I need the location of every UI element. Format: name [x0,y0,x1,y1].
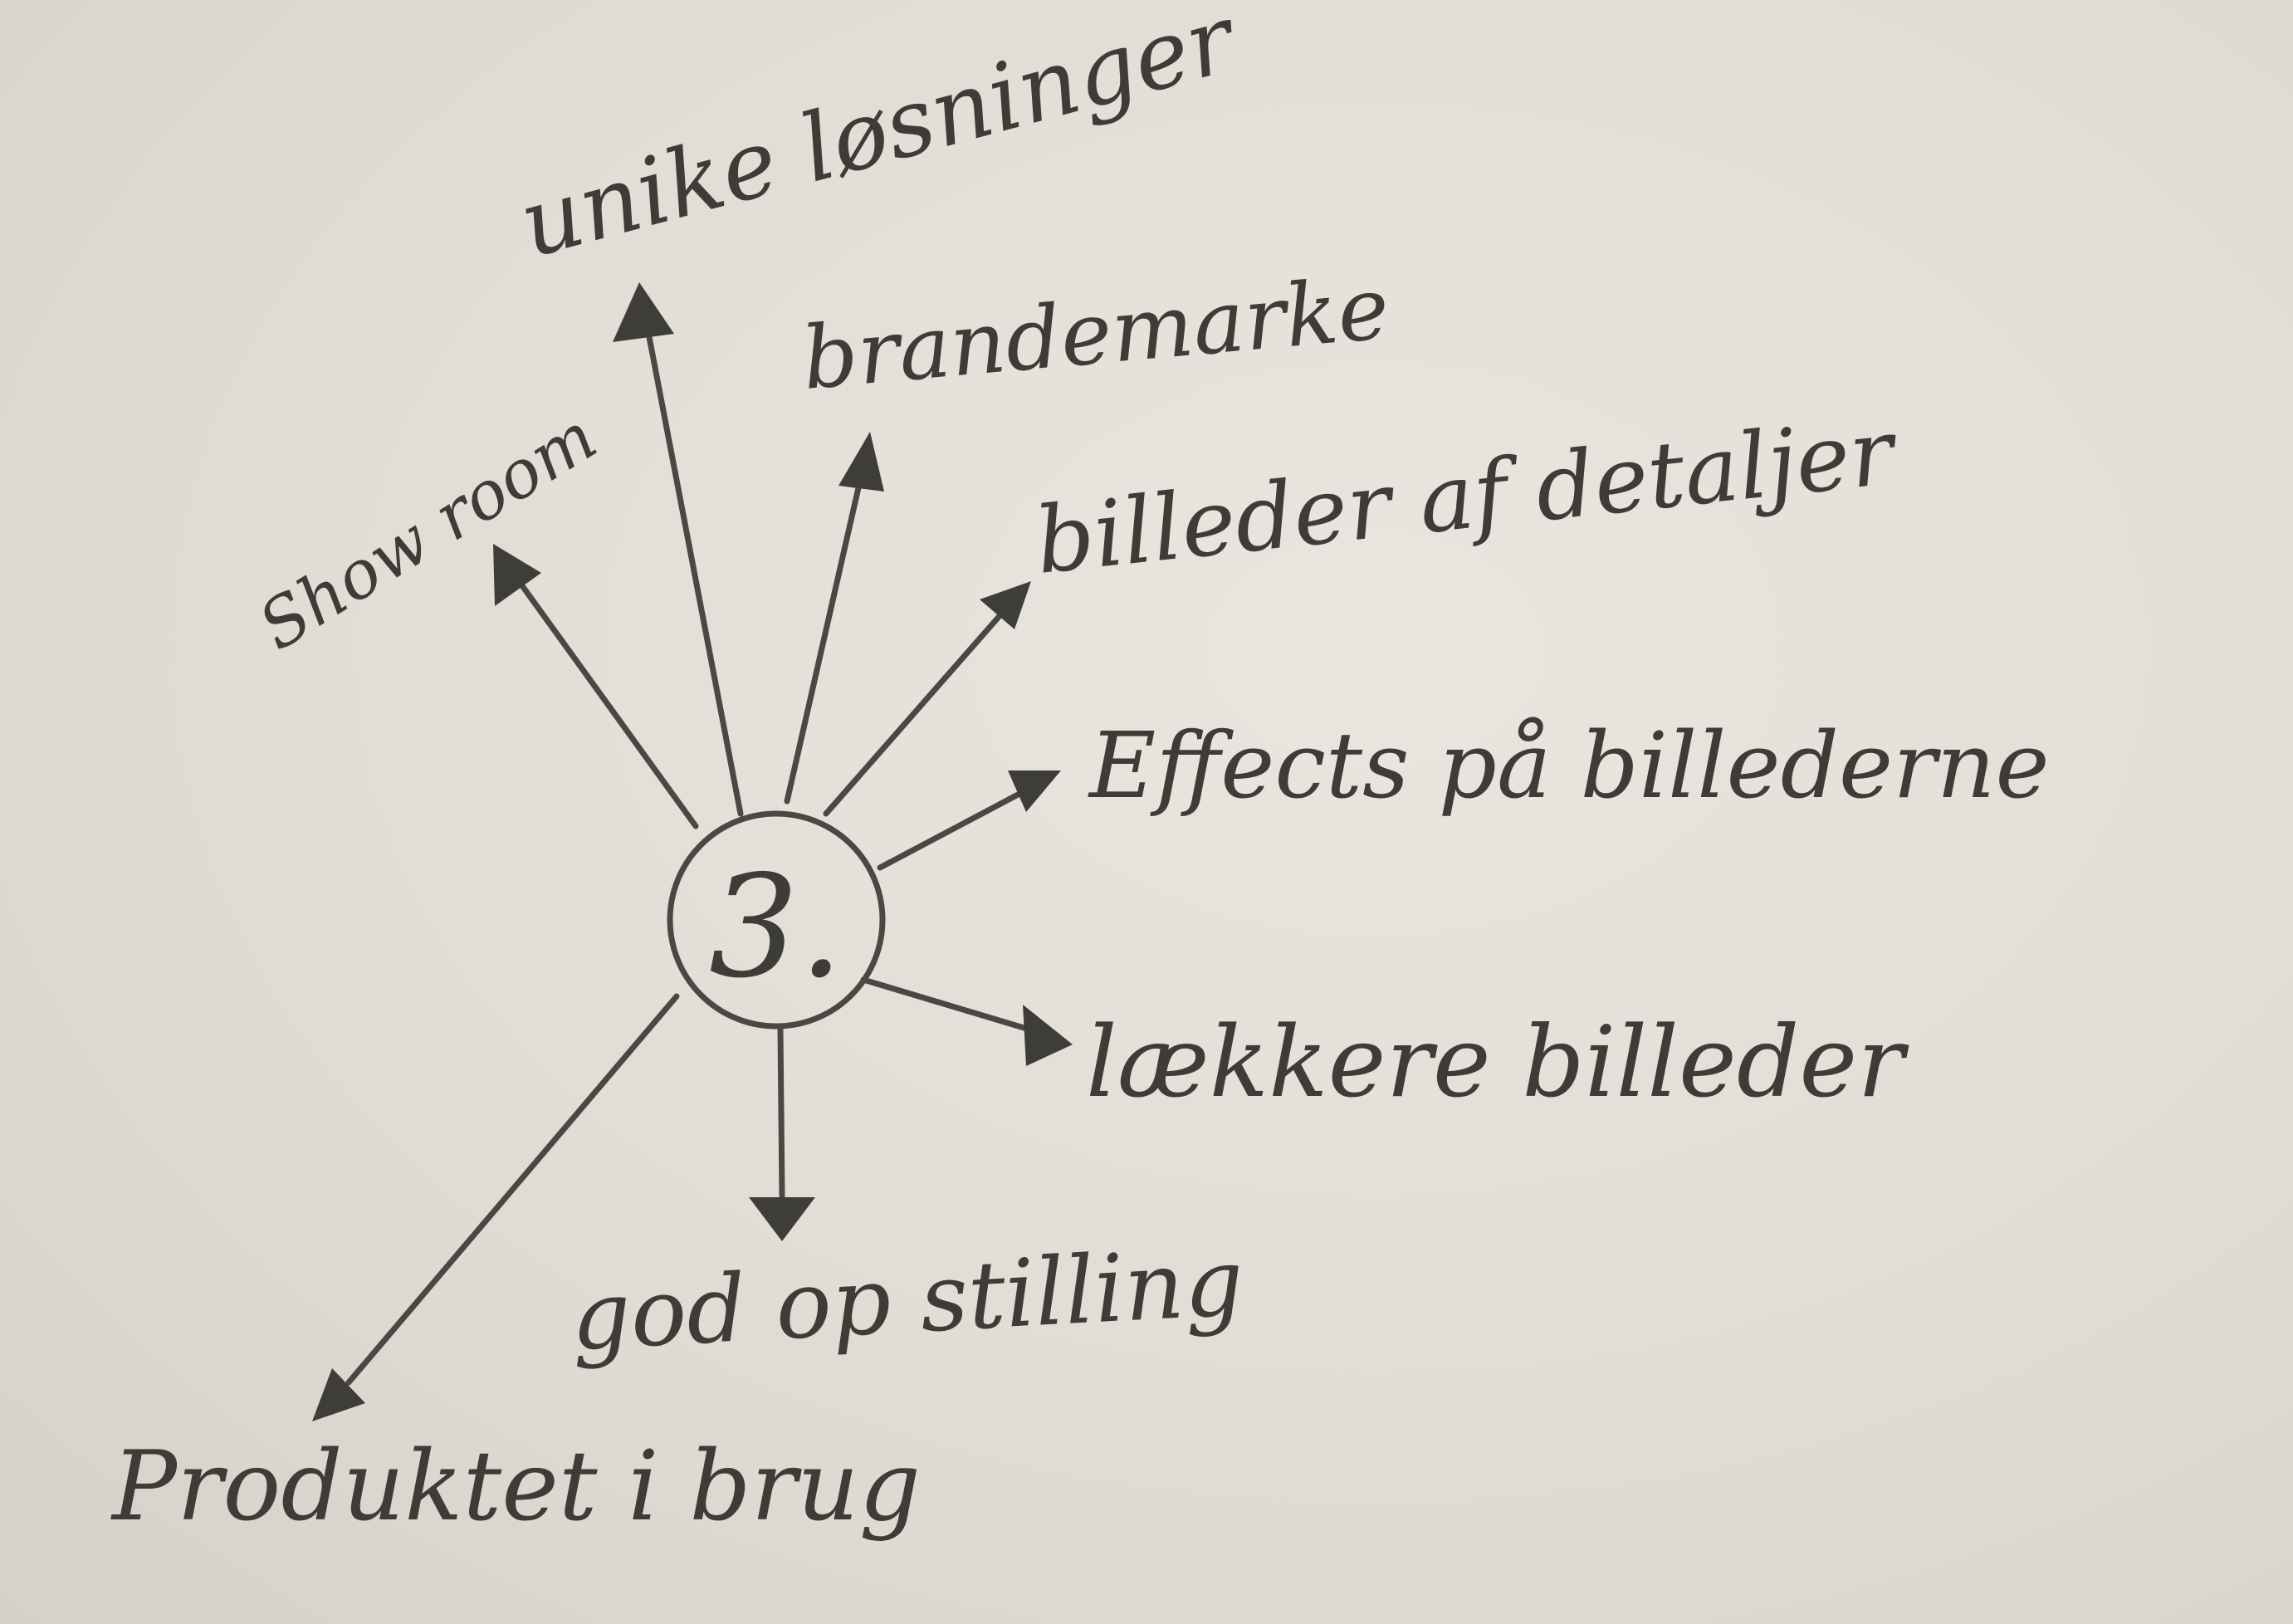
arrow-effects [877,770,1061,871]
arrow-unike [613,282,744,817]
label-effects: Effects på billederne [1088,712,2050,819]
arrow-brand [784,432,884,805]
label-opstilling: god op stilling [569,1229,1246,1372]
arrow-opstilling [749,1026,815,1241]
central-node: 3. [667,810,886,1030]
label-unike: unike løsninger [509,0,1249,279]
label-produktet: Produktet i brug [110,1431,921,1543]
arrow-showroom [493,544,699,829]
arrow-produktet [312,993,680,1421]
arrow-detaljer [823,581,1031,817]
label-showroom: Show room [246,398,609,665]
central-label: 3. [709,845,843,1010]
arrow-lakkere [860,976,1073,1066]
label-brand: brandemarke [799,257,1393,409]
label-detaljer: billeder af detaljer [1030,398,1904,594]
label-lakkere: lækkere billeder [1086,1005,1909,1119]
